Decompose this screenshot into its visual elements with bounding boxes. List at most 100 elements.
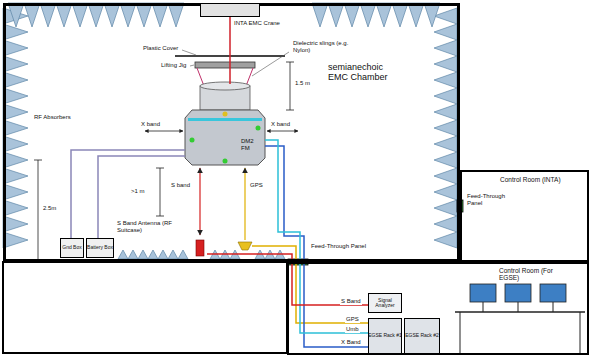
gps-antenna <box>238 242 252 250</box>
rf-absorber <box>312 3 328 27</box>
leader-line <box>182 50 196 55</box>
equipment-rack: EGSE Rack #1 <box>368 318 402 354</box>
gps-link <box>244 168 245 240</box>
dimension-tick <box>286 62 294 63</box>
control-room: Control Room (INTA) <box>460 170 589 262</box>
rf-absorber <box>152 3 168 27</box>
rf-absorber <box>148 250 158 259</box>
rf-absorber <box>3 184 28 200</box>
rf-absorber <box>434 152 457 168</box>
crane: INTA EMC Crane <box>200 3 260 17</box>
rf-absorber <box>3 152 28 168</box>
rf-absorber <box>434 104 457 120</box>
antenna-dot <box>256 126 261 131</box>
rf-absorber <box>8 3 24 27</box>
rf-absorber <box>408 3 424 27</box>
monitor <box>505 284 531 302</box>
signal-label: X band <box>270 121 291 128</box>
dimension-line <box>290 62 291 110</box>
monitor <box>540 284 566 302</box>
rf-absorber <box>434 232 457 248</box>
feed-through-panel <box>457 200 463 212</box>
rf-absorber <box>128 250 138 259</box>
node-text: Control Room (INTA) <box>500 176 561 183</box>
node-text: semianechoic EMC Chamber <box>328 63 400 83</box>
rf-absorber <box>168 250 178 259</box>
spacecraft-cylinder-top <box>200 82 250 90</box>
rf-absorber <box>434 216 457 232</box>
spacecraft-band <box>188 118 262 121</box>
dimension-tick <box>34 160 42 161</box>
part-label: Feed-Through Panel <box>310 243 367 250</box>
rf-absorber <box>3 136 28 152</box>
dimension-line <box>160 168 161 216</box>
gps-cable <box>252 246 368 323</box>
rf-absorber <box>434 40 457 56</box>
dielectric-sling <box>197 68 204 86</box>
rf-absorber <box>434 24 457 40</box>
dimension-tick <box>156 168 164 169</box>
monitor-stand <box>553 302 554 312</box>
x-band-cable <box>265 146 368 347</box>
lifting-jig <box>195 62 255 68</box>
monitor-stand <box>483 302 484 312</box>
dimension-line <box>38 160 39 260</box>
rf-absorber <box>3 104 28 120</box>
rf-absorber <box>88 3 104 27</box>
rf-absorber <box>3 40 28 56</box>
dimension-tick <box>286 110 294 111</box>
rf-absorber <box>434 120 457 136</box>
dimension-label: 1.5 m <box>294 80 311 87</box>
rf-absorber <box>158 250 168 259</box>
rf-absorber <box>434 168 457 184</box>
antenna-dot <box>223 112 228 117</box>
wall-line <box>287 261 589 263</box>
monitor-stand <box>518 302 519 312</box>
rf-absorber <box>138 250 148 259</box>
node-text: EGSE Rack #2 <box>405 333 439 339</box>
antenna-dot <box>190 138 195 143</box>
feed-through-panel <box>288 259 308 265</box>
desk <box>455 311 585 313</box>
rf-absorber-group <box>3 3 457 259</box>
rf-absorber <box>3 200 28 216</box>
rf-absorber <box>120 3 136 27</box>
x-band-arrow <box>267 131 298 132</box>
signal-label: X Band <box>340 339 362 346</box>
rf-absorber <box>168 3 184 27</box>
chamber-region: semianechoic EMC Chamber INTA EMC CraneDM… <box>3 3 460 262</box>
s-band-antenna <box>196 240 204 256</box>
cable-connector <box>265 140 368 333</box>
x-band-arrow <box>145 131 183 132</box>
node-text: EGSE Rack #1 <box>368 333 402 339</box>
signal-label: S band <box>170 182 191 189</box>
dielectric-sling <box>246 68 253 86</box>
cable-connector <box>207 254 368 305</box>
node-text: Control Room (For EGSE) <box>499 267 569 281</box>
control-room: Control Room (For EGSE) Signal AnalyzerEG… <box>287 262 589 355</box>
part-label: Dielectric slings (e.g. Nylon) <box>292 40 352 53</box>
rf-absorber <box>434 72 457 88</box>
rf-absorber <box>3 56 28 72</box>
signal-label: GPS <box>249 182 264 189</box>
node-text: DM2 FM <box>241 138 263 151</box>
node-text: Signal Analyzer <box>368 298 402 309</box>
rf-absorber <box>3 232 28 248</box>
battery-box: Battery Box <box>86 238 114 258</box>
rf-absorber <box>40 3 56 27</box>
leader-line <box>252 52 289 76</box>
spacecraft: DM2 FM <box>185 84 265 165</box>
room-outline <box>3 262 287 353</box>
s-band-link <box>199 168 200 235</box>
leader-line <box>190 65 194 66</box>
signal-label: X band <box>140 121 161 128</box>
dimension-label: 2.5m <box>42 205 57 212</box>
desk-leg <box>460 312 461 353</box>
node-text: Battery Box <box>87 245 113 251</box>
rf-absorber <box>434 184 457 200</box>
part-label: Plastic Cover <box>142 45 179 52</box>
rf-absorber <box>178 250 188 259</box>
part-label: RF Absorbers <box>33 114 75 121</box>
rf-absorber <box>344 3 360 27</box>
